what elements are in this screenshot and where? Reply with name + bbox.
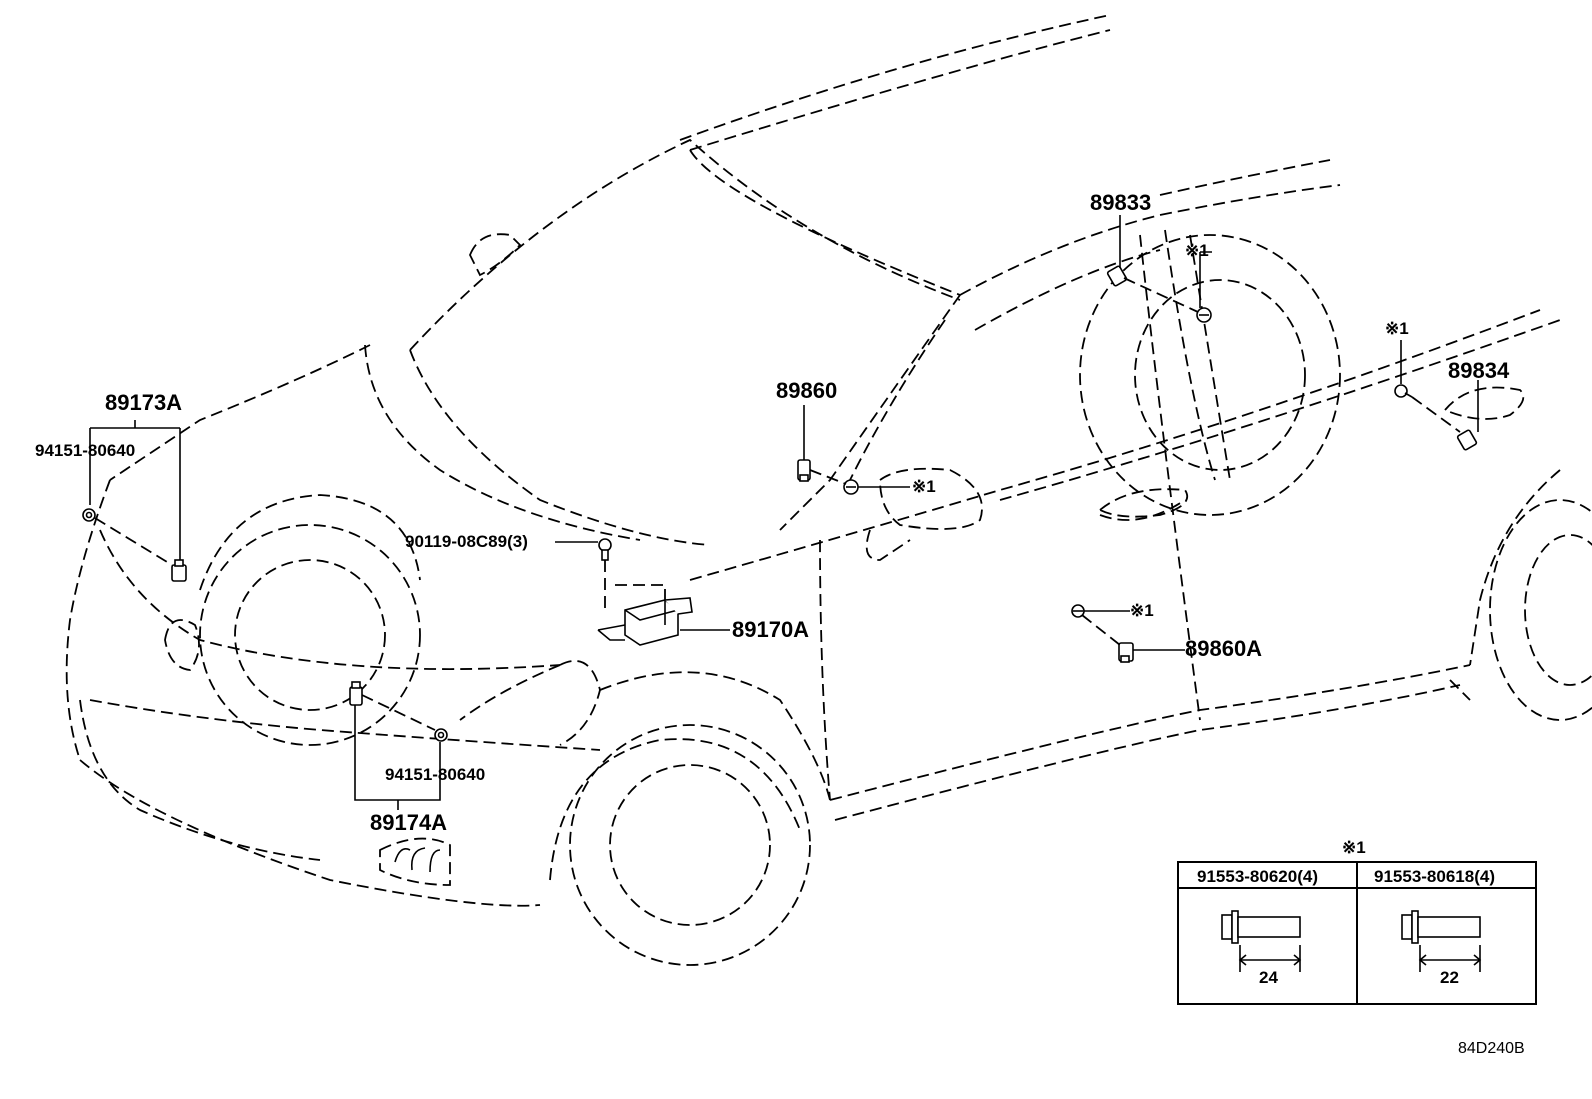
bolt-legend-table: ※1 91553-80620(4) 91553-80618(4) 24 22	[1177, 838, 1537, 1005]
bolt-91553-80618-icon	[1401, 910, 1482, 972]
label-mark1-89860: ※1	[912, 477, 936, 496]
legend-mark: ※1	[1342, 838, 1366, 857]
label-89834: 89834	[1448, 358, 1510, 383]
sensor-89173A-icon	[171, 559, 187, 582]
label-89170A: 89170A	[732, 617, 809, 642]
bolt-89860-icon	[843, 479, 859, 495]
label-90119: 90119-08C89(3)	[405, 532, 528, 551]
bolt-91553-80620-icon	[1221, 910, 1302, 972]
leader-lines	[89, 215, 1479, 810]
sensor-89860A-icon	[1118, 642, 1134, 663]
parts	[82, 265, 1525, 742]
label-94151-left: 94151-80640	[35, 441, 135, 460]
bolt-89833-icon	[1196, 307, 1212, 323]
nut-94151-left-icon	[82, 508, 96, 522]
figure-code: 84D240B	[1458, 1040, 1525, 1057]
legend-col2-part: 91553-80618(4)	[1374, 867, 1495, 886]
legend-col2-dim: 22	[1440, 968, 1459, 987]
legend-col1-dim: 24	[1259, 968, 1278, 987]
label-mark1-89834: ※1	[1385, 319, 1409, 338]
label-89860: 89860	[776, 378, 837, 403]
screw-90119-icon	[598, 538, 612, 561]
airbag-sensor-unit-89170A-icon	[597, 597, 693, 646]
label-89174A: 89174A	[370, 810, 447, 835]
car-body-outline	[65, 14, 1592, 966]
bolt-89834-icon	[1394, 384, 1413, 398]
callout-labels: 89173A 94151-80640 89860 ※1 90119-08C89(…	[35, 190, 1510, 835]
label-89173A: 89173A	[105, 390, 182, 415]
sensor-89834-icon	[1444, 386, 1525, 451]
nut-94151-lower-icon	[434, 728, 448, 742]
label-mark1-89833: ※1	[1185, 241, 1209, 260]
sensor-89860-icon	[797, 459, 811, 482]
sensor-89174A-icon	[349, 681, 363, 706]
label-89833: 89833	[1090, 190, 1151, 215]
label-89860A: 89860A	[1185, 636, 1262, 661]
label-94151-lower: 94151-80640	[385, 765, 485, 784]
sensor-89833-icon	[1106, 265, 1128, 287]
label-mark1-89860A: ※1	[1130, 601, 1154, 620]
legend-col1-part: 91553-80620(4)	[1197, 867, 1318, 886]
